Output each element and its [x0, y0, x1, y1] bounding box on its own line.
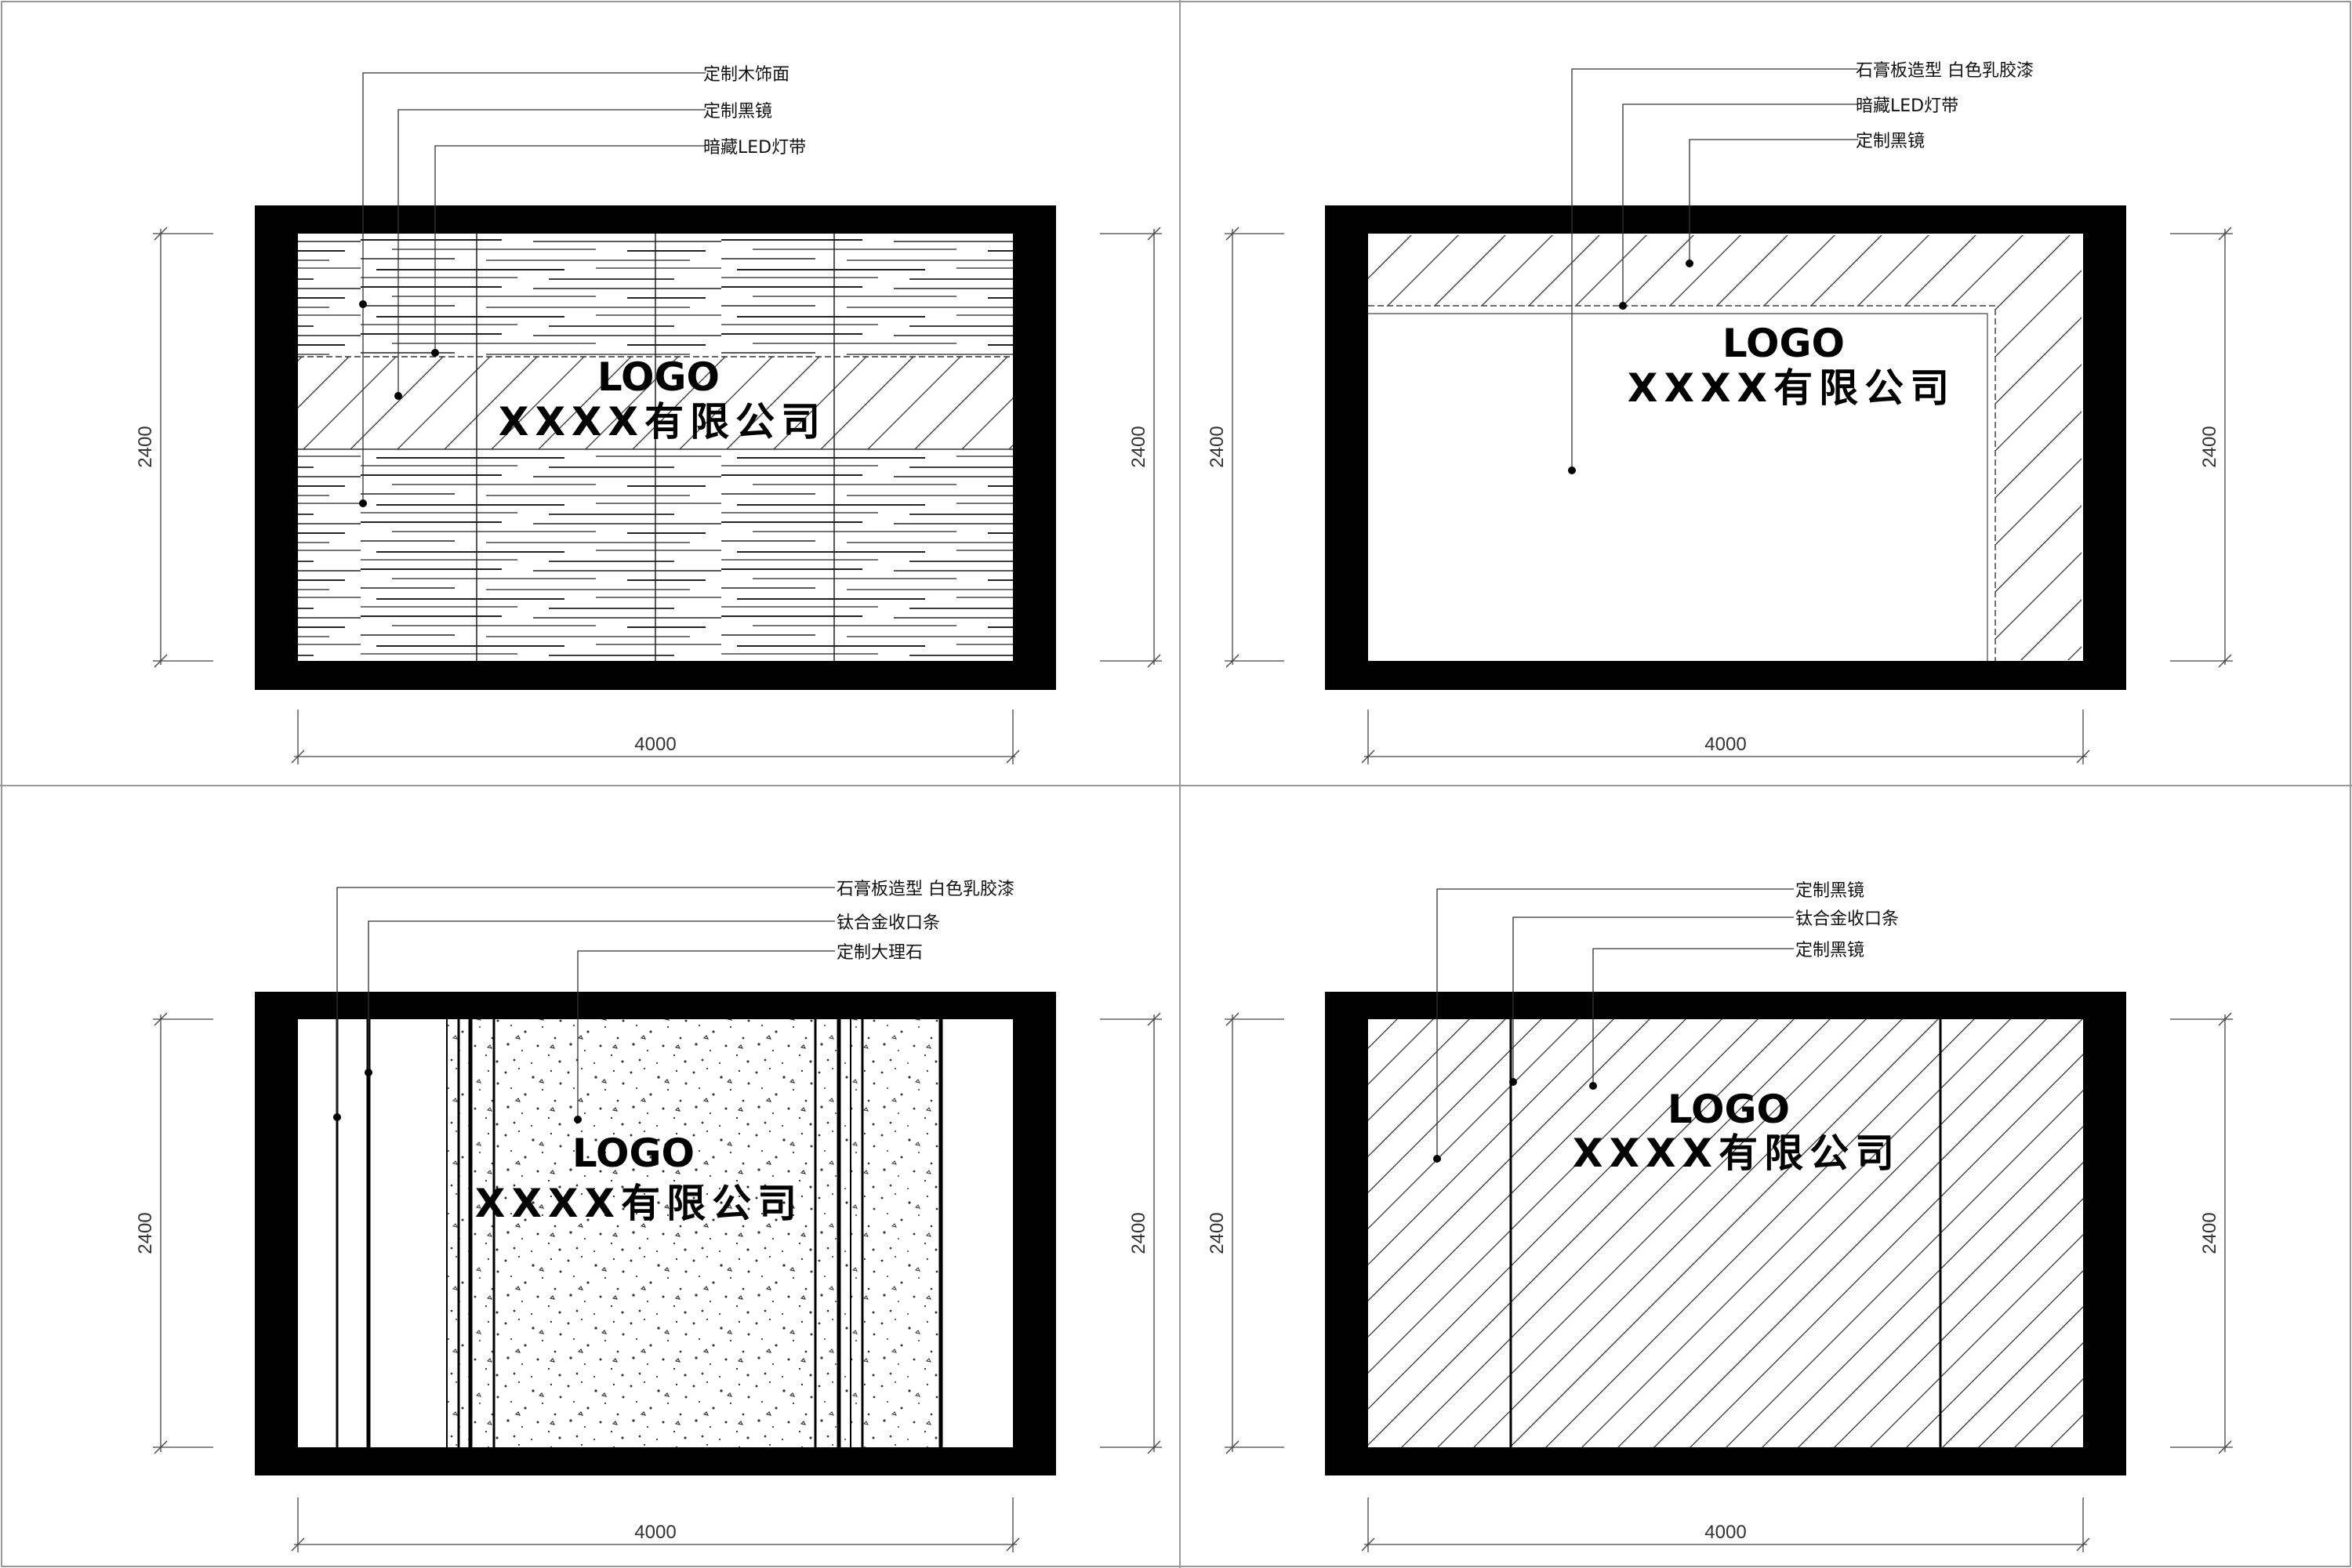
callout-label: 钛合金收口条 — [837, 913, 940, 933]
height-dimension-label-right: 2400 — [2199, 1212, 2220, 1254]
height-dimension-label-left: 2400 — [1207, 1212, 1228, 1254]
logo-text: LOGO — [1722, 321, 1845, 366]
company-name: XXXX有限公司 — [1628, 365, 1955, 411]
dimension-height-right — [2170, 1012, 2233, 1454]
height-dimension-label-right: 2400 — [1128, 1212, 1149, 1254]
dimension-width — [1361, 1497, 2090, 1552]
company-name: XXXX有限公司 — [475, 1181, 803, 1226]
dimension-height-right — [1100, 1012, 1162, 1454]
callout-label: 暗藏LED灯带 — [1856, 96, 1958, 116]
callout-leader — [434, 145, 706, 353]
callout-leader — [368, 920, 835, 1073]
callout-label: 石膏板造型 白色乳胶漆 — [837, 880, 1014, 899]
dimension-width — [291, 710, 1020, 764]
width-dimension-label: 4000 — [1704, 1522, 1746, 1543]
logo-text: LOGO — [572, 1131, 695, 1176]
callout-leader — [336, 887, 835, 1117]
dimension-height-left — [1225, 227, 1284, 668]
titanium-trim-strips — [336, 1019, 943, 1447]
dimension-width — [291, 1497, 1020, 1552]
callout-leader — [1622, 103, 1858, 306]
callout-label: 定制黑镜 — [703, 102, 772, 122]
callout-label: 暗藏LED灯带 — [703, 138, 806, 158]
dimension-height-right — [2170, 227, 2233, 668]
callout-leader — [397, 109, 706, 396]
company-name: XXXX有限公司 — [499, 399, 826, 445]
callout-leader — [1571, 68, 1858, 470]
width-dimension-label: 4000 — [634, 1522, 676, 1543]
callout-label: 定制大理石 — [837, 943, 923, 963]
height-dimension-label-right: 2400 — [2199, 426, 2220, 467]
logo-text: LOGO — [1668, 1087, 1790, 1132]
callout-label: 石膏板造型 白色乳胶漆 — [1856, 61, 2034, 81]
panel-bottom-right: LOGO XXXX有限公司 定制黑镜 钛合金收口条 定制黑镜 4000 2400 — [1207, 881, 2233, 1552]
logo-text: LOGO — [597, 354, 720, 400]
callout-leader — [1436, 888, 1794, 1159]
dimension-height-left — [153, 1012, 213, 1454]
panel-bottom-left: LOGO XXXX有限公司 石膏板造型 白色乳胶漆 钛合金收口条 定制大理石 4… — [135, 880, 1162, 1552]
dimension-width — [1361, 710, 2090, 764]
callout-leader — [1592, 948, 1794, 1086]
callout-label: 定制木饰面 — [703, 65, 789, 85]
callout-leader — [577, 950, 835, 1120]
callout-label: 钛合金收口条 — [1795, 909, 1899, 929]
dimension-height-right — [1100, 227, 1162, 668]
company-name: XXXX有限公司 — [1573, 1131, 1900, 1176]
panel-top-left: LOGO XXXX有限公司 定制木饰面 定制黑镜 暗藏LED灯带 4000 — [135, 65, 1162, 764]
callout-leader — [1689, 139, 1858, 263]
dimension-height-left — [153, 227, 213, 668]
height-dimension-label-left: 2400 — [1207, 426, 1228, 467]
width-dimension-label: 4000 — [634, 734, 676, 755]
width-dimension-label: 4000 — [1704, 734, 1746, 755]
callout-leader — [362, 72, 706, 304]
dimension-height-left — [1225, 1012, 1284, 1454]
height-dimension-label-right: 2400 — [1128, 426, 1149, 467]
height-dimension-label-left: 2400 — [135, 1212, 156, 1254]
height-dimension-label-left: 2400 — [135, 426, 156, 467]
black-mirror-panels — [1368, 1019, 2083, 1447]
panel-top-right: LOGO XXXX有限公司 石膏板造型 白色乳胶漆 暗藏LED灯带 定制黑镜 4… — [1207, 61, 2233, 764]
callout-label: 定制黑镜 — [1856, 132, 1925, 151]
callout-leader — [1512, 916, 1794, 1082]
callout-label: 定制黑镜 — [1795, 881, 1864, 901]
callout-label: 定制黑镜 — [1795, 941, 1864, 960]
